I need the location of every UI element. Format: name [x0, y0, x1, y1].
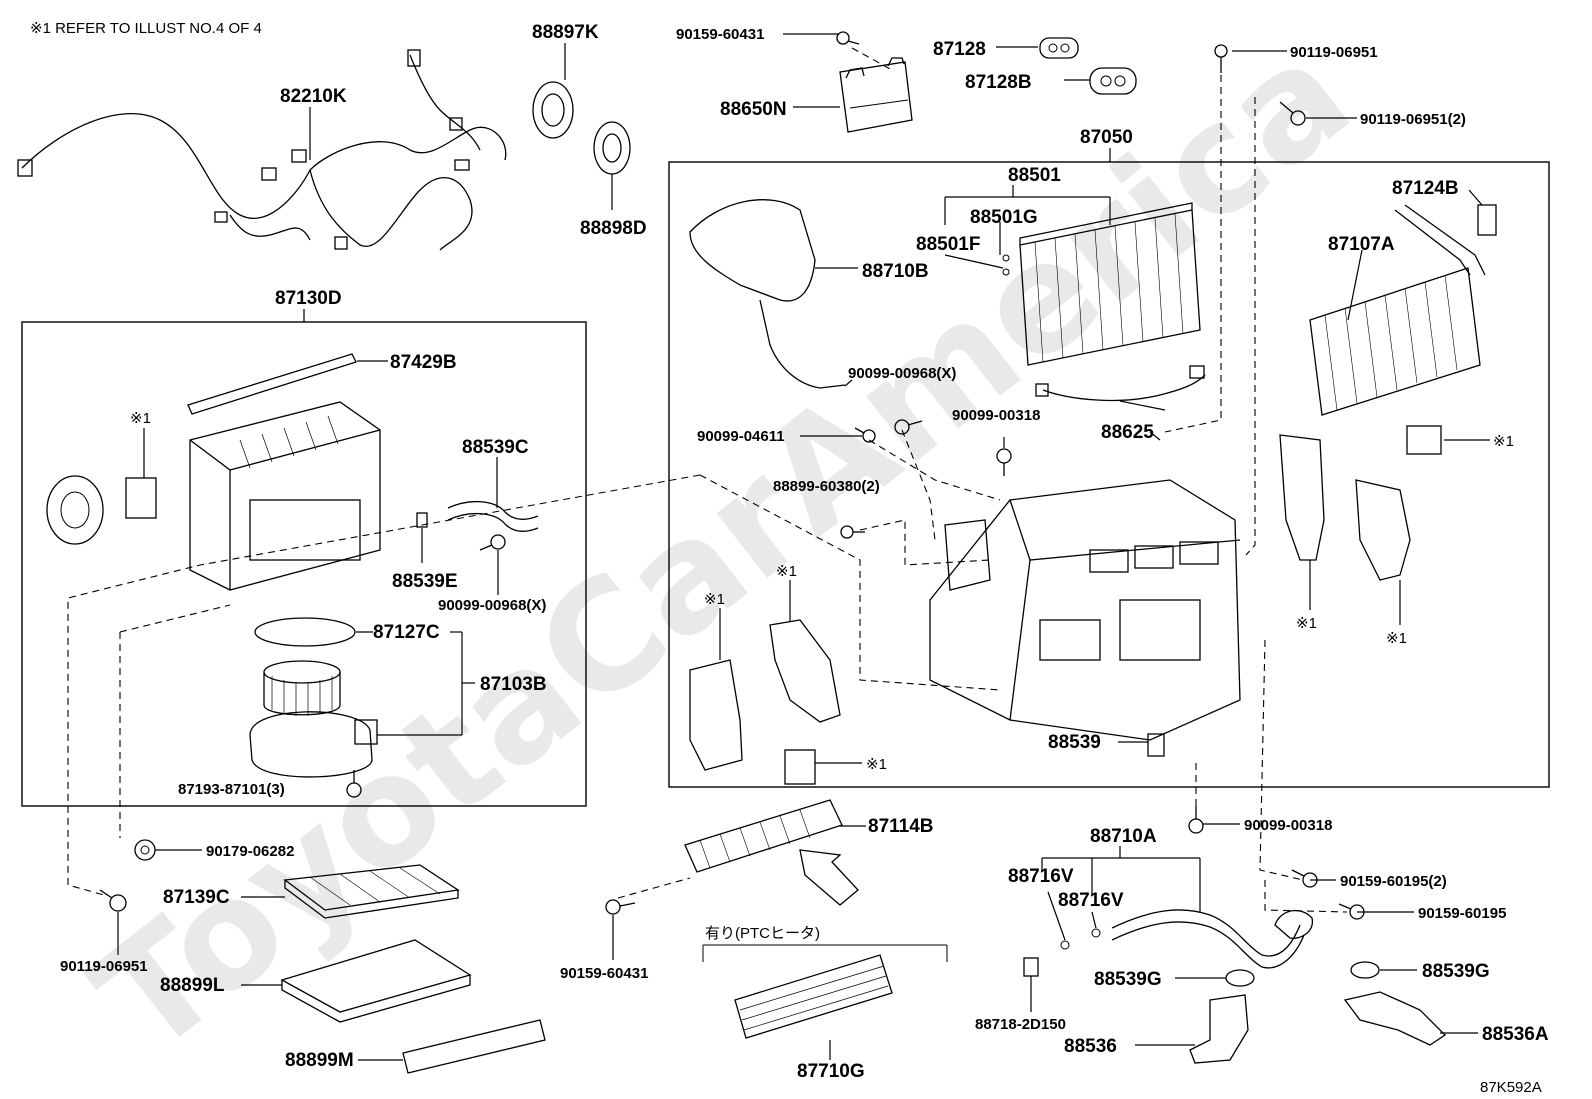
- part-label[interactable]: 88625: [1101, 422, 1154, 443]
- ptc-heater-87114B-drawing: [684, 799, 859, 906]
- actuator-drawings: [689, 425, 1442, 785]
- part-label[interactable]: 90099-00968(X): [848, 365, 956, 382]
- duct-88536A-drawing: [1343, 991, 1447, 1046]
- part-label[interactable]: 87429B: [390, 352, 457, 373]
- clip-88539-drawing: [1147, 733, 1165, 757]
- part-label[interactable]: 90099-04611: [697, 428, 785, 445]
- bolt-drawings: [99, 31, 1365, 920]
- evaporator-88501-drawing: [1002, 202, 1201, 366]
- part-label[interactable]: 90099-00318: [1244, 817, 1332, 834]
- ref-mark: ※1: [1296, 615, 1317, 632]
- wire-harness-drawing: [17, 49, 507, 251]
- reference-marks: ※1 ※1 ※1 ※1 ※1 ※1 ※1: [130, 410, 1514, 773]
- part-label[interactable]: 88539G: [1094, 969, 1162, 990]
- clip-88718-drawing: [1023, 957, 1039, 977]
- ref-mark: ※1: [1386, 630, 1407, 647]
- group-label-87130D[interactable]: 87130D: [275, 288, 342, 309]
- part-labels: 82210K 88897K 88898D 90159-60431 88650N …: [60, 22, 1549, 1082]
- seal-strip-87429B-drawing: [187, 353, 357, 415]
- part-label[interactable]: 87103B: [480, 674, 547, 695]
- reference-note: ※1 REFER TO ILLUST NO.4 OF 4: [30, 20, 262, 37]
- part-label[interactable]: 87710G: [797, 1061, 865, 1082]
- part-label[interactable]: 88710A: [1090, 826, 1157, 847]
- hvac-unit-drawing: [929, 479, 1241, 741]
- part-label[interactable]: 90099-00318: [952, 407, 1040, 424]
- tube-88710B-drawing: [689, 199, 846, 389]
- grommet-88539G-b-drawing: [1350, 961, 1380, 979]
- hose-88539C-drawing: [416, 500, 539, 532]
- part-label[interactable]: 82210K: [280, 86, 347, 107]
- bracket-88650N-drawing: [839, 57, 913, 133]
- leader-lines: [117, 33, 1490, 1061]
- part-label[interactable]: 90159-60195: [1418, 905, 1506, 922]
- part-label[interactable]: 88710B: [862, 261, 929, 282]
- part-label[interactable]: 88716V: [1008, 866, 1074, 887]
- diagram-code: 87K592A: [1480, 1079, 1542, 1096]
- heater-core-drawing: [1309, 204, 1497, 416]
- part-label[interactable]: 87127C: [373, 622, 440, 643]
- part-label[interactable]: 90119-06951: [1290, 44, 1378, 61]
- part-label[interactable]: 90119-06951(2): [1360, 111, 1466, 128]
- grommet-88539G-a-drawing: [1225, 969, 1255, 987]
- part-label[interactable]: 88650N: [720, 99, 787, 120]
- filter-87139C-drawing: [283, 864, 460, 919]
- sensor-88625-drawing: [1035, 365, 1206, 402]
- assembly-lines: [67, 47, 1348, 913]
- part-label[interactable]: 90159-60431: [676, 26, 764, 43]
- ref-mark: ※1: [1493, 433, 1514, 450]
- part-label[interactable]: 90159-60195(2): [1340, 873, 1447, 890]
- seal-drawing: [532, 81, 631, 175]
- part-label[interactable]: 88899-60380(2): [773, 478, 880, 495]
- part-label[interactable]: 90179-06282: [206, 843, 294, 860]
- part-label[interactable]: 88501G: [970, 207, 1038, 228]
- blower-case-drawing: [189, 401, 381, 591]
- part-label[interactable]: 88718-2D150: [975, 1016, 1066, 1033]
- cover-88899M-drawing: [402, 1019, 546, 1074]
- duct-88536-drawing: [1189, 994, 1249, 1064]
- part-label[interactable]: 88539: [1048, 732, 1101, 753]
- part-label[interactable]: 87128: [933, 39, 986, 60]
- part-label[interactable]: 87193-87101(3): [178, 781, 285, 798]
- part-label[interactable]: 88539G: [1422, 961, 1490, 982]
- part-label[interactable]: 90119-06951: [60, 958, 148, 975]
- ref-mark: ※1: [130, 410, 151, 427]
- part-label[interactable]: 88716V: [1058, 890, 1124, 911]
- part-label[interactable]: 87139C: [163, 887, 230, 908]
- part-label[interactable]: 88536: [1064, 1036, 1117, 1057]
- ref-mark: ※1: [704, 591, 725, 608]
- part-label[interactable]: 87107A: [1328, 234, 1395, 255]
- ref-mark: ※1: [776, 563, 797, 580]
- part-label[interactable]: 90159-60431: [560, 965, 648, 982]
- part-label[interactable]: 88501F: [916, 234, 980, 255]
- blower-fan-drawing: [249, 617, 378, 778]
- part-label[interactable]: 88501: [1008, 165, 1061, 186]
- part-label[interactable]: 87114B: [868, 816, 934, 837]
- pipe-88710A-drawing: [1060, 909, 1313, 969]
- part-label[interactable]: 90099-00968(X): [438, 597, 546, 614]
- group-label-87050[interactable]: 87050: [1080, 127, 1133, 148]
- group-box-87050: [668, 161, 1550, 788]
- part-label[interactable]: 87128B: [965, 72, 1032, 93]
- part-label[interactable]: 88897K: [532, 22, 599, 43]
- part-label[interactable]: 88539C: [462, 437, 529, 458]
- grommet-drawing: [1039, 37, 1137, 95]
- tray-88899L-drawing: [280, 939, 472, 1023]
- part-label[interactable]: 88536A: [1482, 1024, 1549, 1045]
- part-label[interactable]: 88899L: [160, 975, 225, 996]
- heater-87710G-drawing: [702, 944, 948, 1039]
- part-label[interactable]: 88899M: [285, 1050, 354, 1071]
- part-label[interactable]: 88539E: [392, 571, 458, 592]
- servo-motor-drawing: [46, 475, 157, 545]
- part-label[interactable]: 87124B: [1392, 178, 1459, 199]
- ref-mark: ※1: [866, 756, 887, 773]
- part-label[interactable]: 88898D: [580, 218, 647, 239]
- ptc-note: 有り(PTCヒータ): [705, 925, 820, 942]
